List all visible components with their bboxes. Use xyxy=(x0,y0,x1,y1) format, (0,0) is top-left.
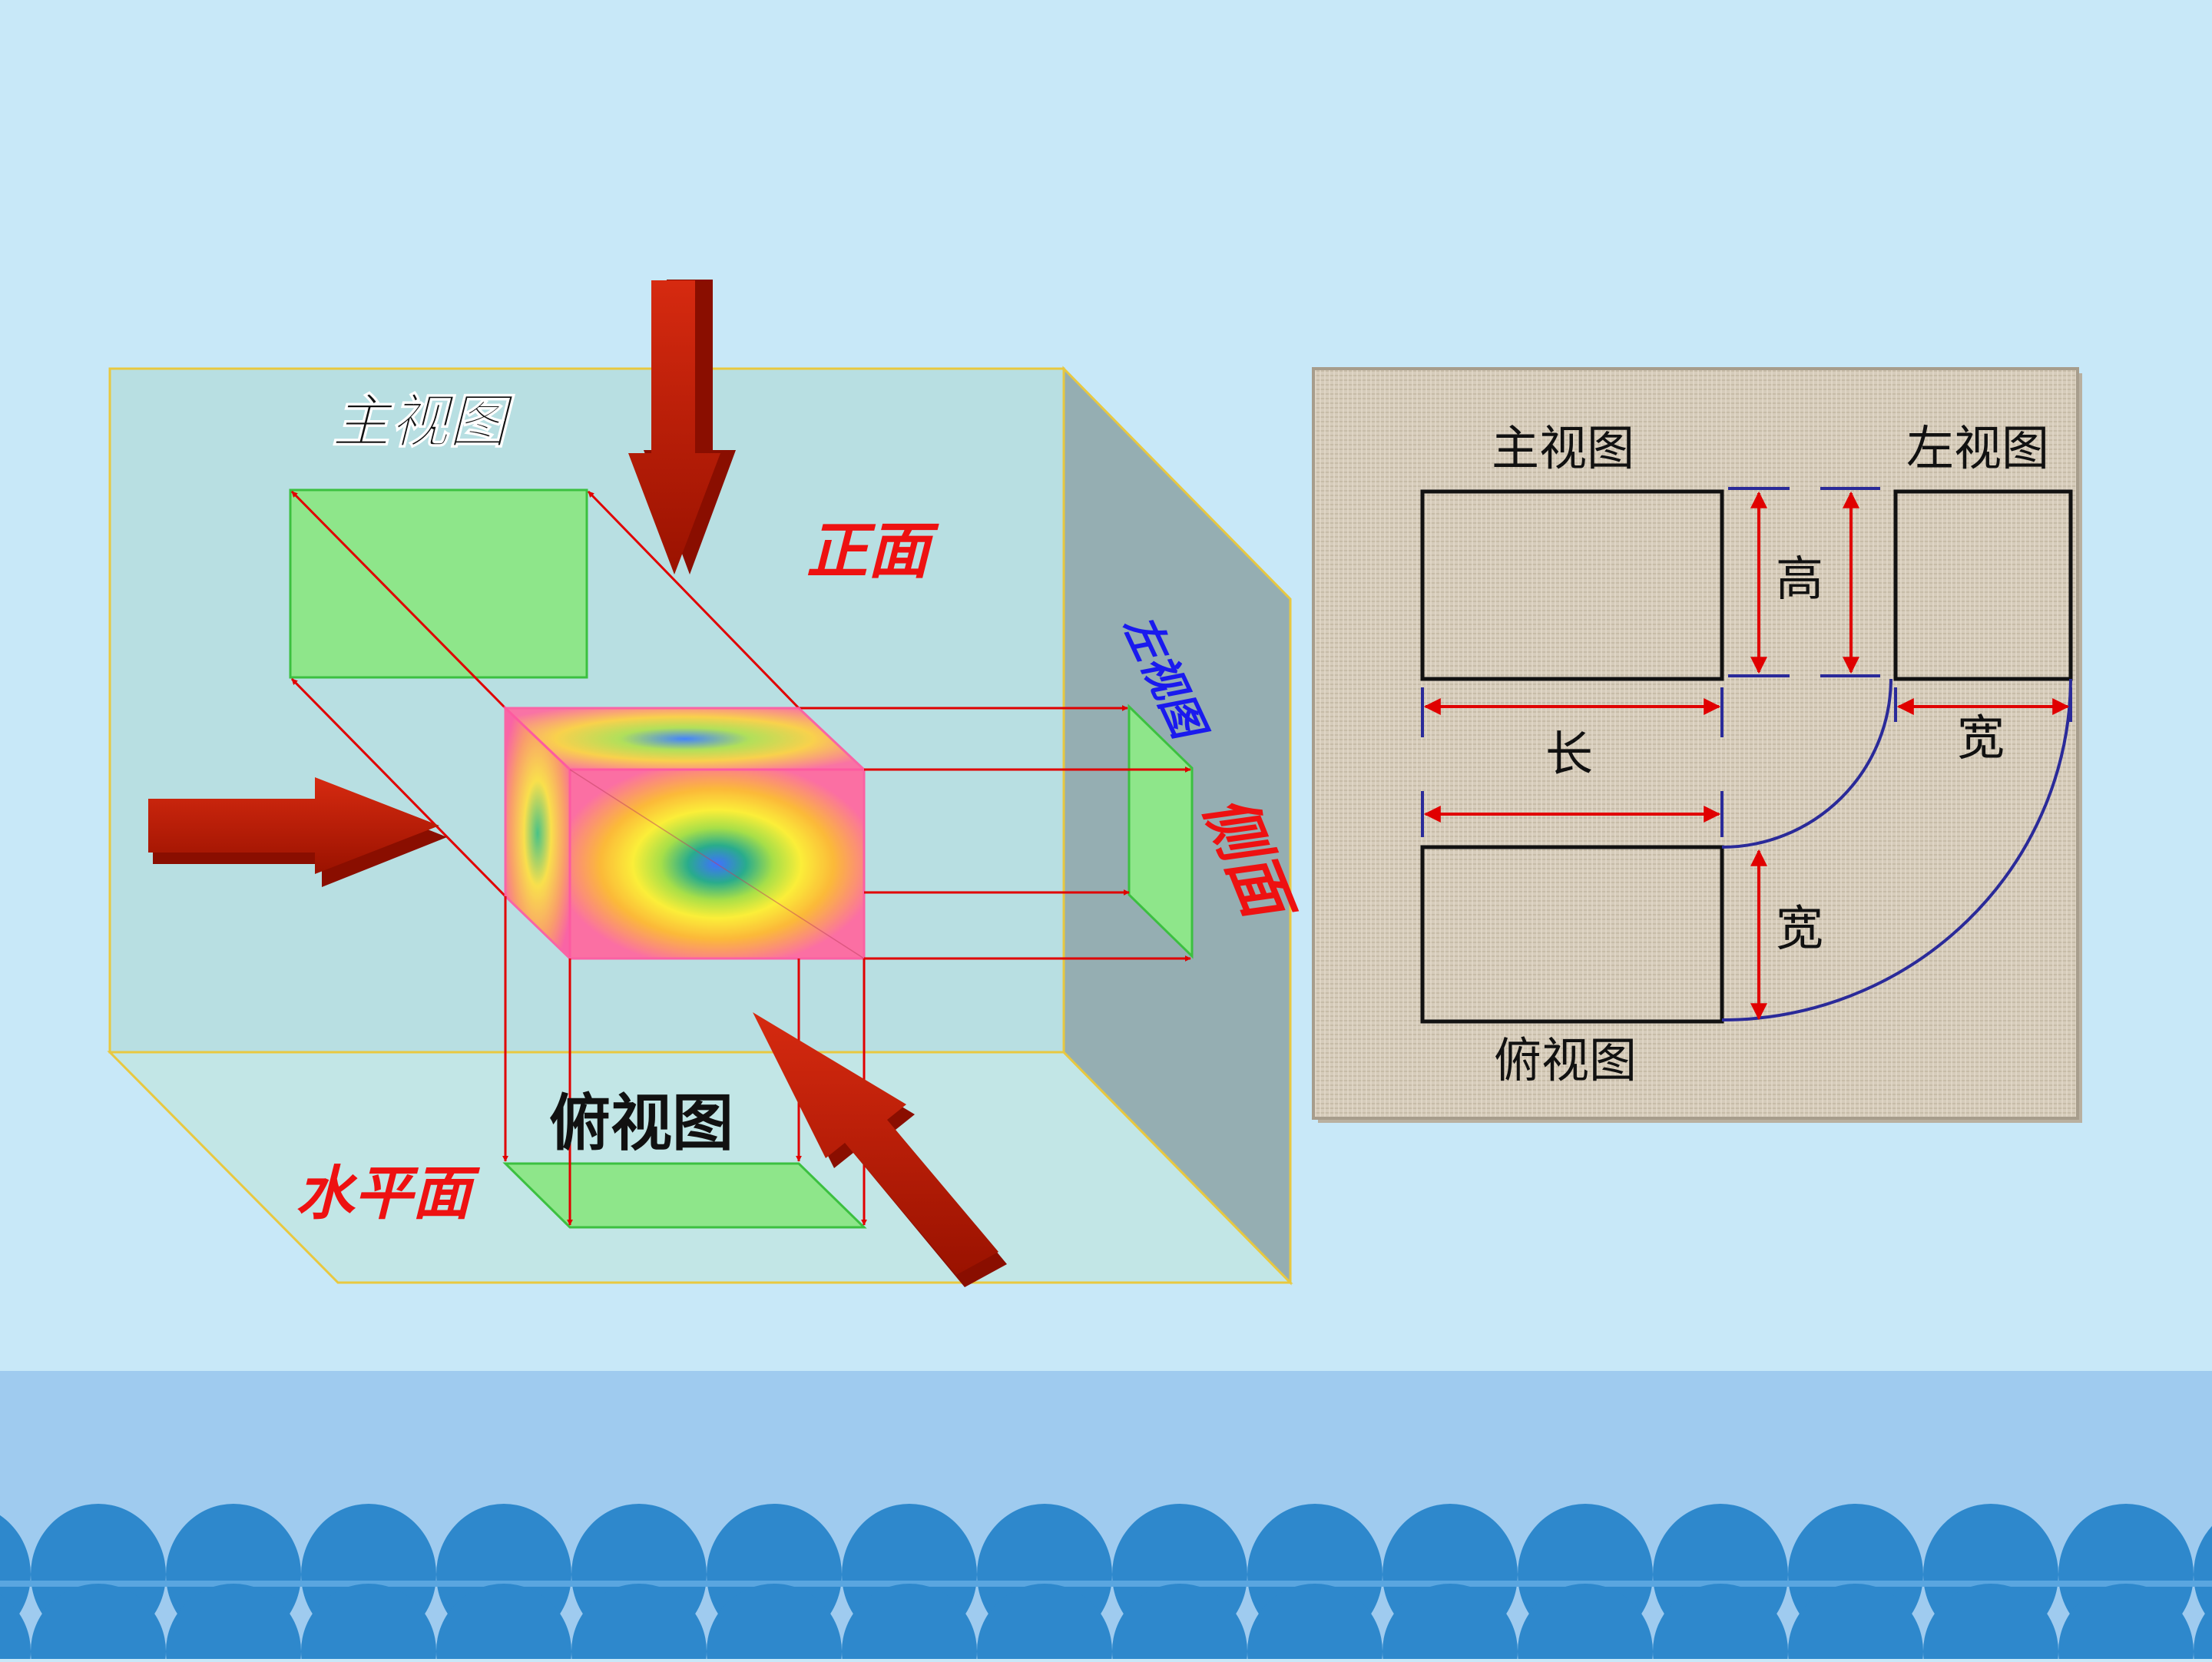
outer-transfer-arc xyxy=(1721,678,2072,1021)
scallop xyxy=(1382,1584,1518,1662)
scallop xyxy=(2194,1604,2212,1662)
panel-top-view-rect xyxy=(1420,845,1724,1024)
scallop-divider xyxy=(0,1581,2212,1587)
scallop xyxy=(436,1584,571,1662)
scallop xyxy=(0,1594,31,1662)
front-view-label: 主视图 xyxy=(332,387,515,455)
length-label: 长 xyxy=(1545,726,1593,782)
inner-transfer-arc xyxy=(1721,678,1892,849)
panel-labels: 主视图 左视图 俯视图 高 长 宽 宽 xyxy=(1492,420,2049,1088)
scallop xyxy=(166,1584,301,1662)
scallop xyxy=(1247,1584,1382,1662)
panel-front-view-label: 主视图 xyxy=(1492,420,1634,476)
viewing-direction-arrows xyxy=(148,280,1007,1287)
solid-cuboid xyxy=(502,705,867,962)
arrow-from-front xyxy=(148,777,447,887)
scallop xyxy=(1788,1584,1923,1662)
scallop xyxy=(977,1584,1112,1662)
top-view-rect xyxy=(502,1162,867,1229)
panel-background xyxy=(1312,367,2079,1120)
scallop xyxy=(1112,1584,1247,1662)
horizontal-plane-label: 水平面 xyxy=(296,1159,481,1227)
scallop xyxy=(31,1584,166,1662)
scallop xyxy=(1653,1584,1788,1662)
panel-front-view-rect xyxy=(1420,489,1724,681)
scallop xyxy=(301,1584,436,1662)
scallop xyxy=(1923,1584,2058,1662)
arrow-from-top xyxy=(628,280,736,574)
scallop xyxy=(1518,1584,1653,1662)
dimension-ticks xyxy=(1421,487,2072,837)
scallop-border xyxy=(0,1504,2212,1662)
arrow-from-left xyxy=(753,1012,1007,1287)
scallop xyxy=(571,1584,707,1662)
width-label-bottom: 宽 xyxy=(1776,900,1823,956)
height-label: 高 xyxy=(1776,551,1823,607)
three-views-panel: 主视图 左视图 俯视图 高 长 宽 宽 xyxy=(1312,367,2082,1123)
top-view-label: 俯视图 xyxy=(549,1088,733,1159)
front-plane-label: 正面 xyxy=(806,515,939,587)
scallop xyxy=(707,1584,842,1662)
scallop xyxy=(842,1584,977,1662)
scallop xyxy=(2194,1525,2212,1624)
panel-top-view-label: 俯视图 xyxy=(1494,1032,1637,1088)
front-view-rect xyxy=(289,488,588,679)
dimension-arrows xyxy=(1423,491,2070,1021)
width-label-right: 宽 xyxy=(1957,710,2005,766)
panel-left-view-label: 左视图 xyxy=(1906,420,2049,476)
projection-lines-back xyxy=(290,490,1128,898)
projected-views xyxy=(289,488,1194,1229)
scallop xyxy=(2058,1584,2194,1662)
panel-left-view-rect xyxy=(1893,489,2073,681)
